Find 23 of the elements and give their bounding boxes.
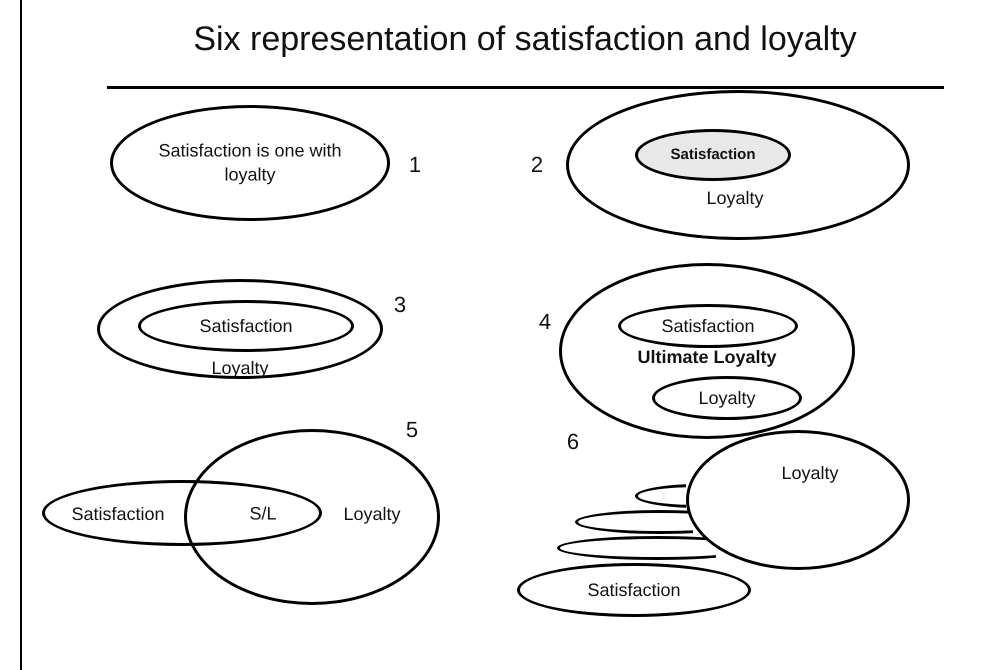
figure-number: 2 <box>530 152 544 178</box>
ellipse <box>42 480 322 546</box>
figure-number: 6 <box>566 429 580 455</box>
title: Six representation of satisfaction and loyalty <box>192 20 858 59</box>
figure-number: 3 <box>394 292 406 318</box>
ellipse-label: Satisfaction <box>661 314 755 338</box>
overlap-label: S/L <box>249 504 277 524</box>
ellipse-label: Loyalty <box>698 386 756 410</box>
ellipse-label: Satisfaction is one with loyalty <box>157 140 343 187</box>
ellipse <box>635 484 686 508</box>
ellipse <box>575 510 693 534</box>
ellipse-label: Loyalty <box>706 186 764 210</box>
ellipse-label: Loyalty <box>343 502 401 526</box>
ellipse-label: Ultimate Loyalty <box>637 346 777 369</box>
figure-number: 4 <box>538 309 552 335</box>
ellipse-label: Loyalty <box>781 462 839 485</box>
ellipse-label: Loyalty <box>211 356 269 380</box>
figure-number: 5 <box>406 417 418 443</box>
ellipse-label: Satisfaction <box>587 578 681 602</box>
ellipse-label: Satisfaction <box>71 502 165 526</box>
ellipse-label: Satisfaction <box>670 144 756 165</box>
ellipse-label: Satisfaction <box>199 314 293 338</box>
figure-number: 1 <box>408 152 422 178</box>
